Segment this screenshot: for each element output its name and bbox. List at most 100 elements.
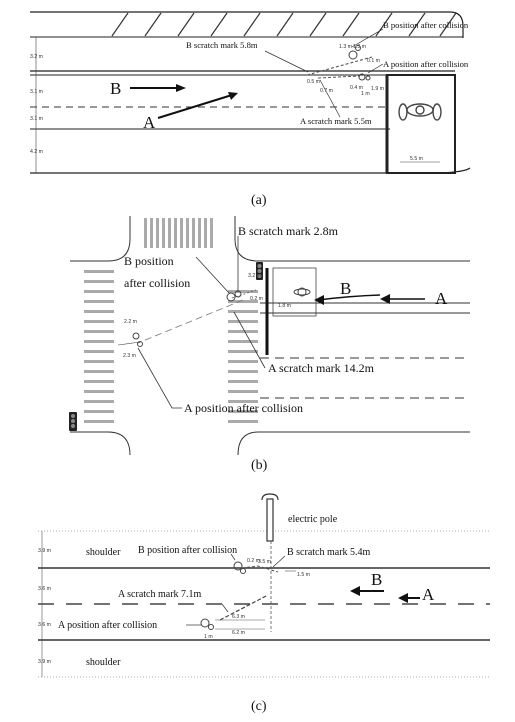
corner-bottom-right [237,431,259,456]
a-scratch-leader-c [221,603,229,613]
b-scratch-line [306,56,373,76]
dim-b2: 0.2 m [250,296,263,302]
dim-c3: 1.5 m [297,572,310,578]
a-position-leader [367,63,384,74]
detail-box-b [272,267,317,317]
b-scratch-leader-c [272,555,286,568]
vehicle-a-label-b: A [435,289,448,308]
lane-width-3: 3.1 m [30,116,43,122]
dim-a4: 0.5 m [307,79,320,85]
dim-c5: 6.2 m [232,630,245,636]
dim-b3: 1.8 m [278,303,291,309]
caption-b: (b) [251,458,268,473]
vehicle-b-label-b: B [340,279,351,298]
b-scratch-label-b: B scratch mark 2.8m [238,224,339,238]
lane-width-c1: 3.9 m [38,548,51,554]
dim-a2: 1.3 m [353,44,366,50]
dim-a3: 0.1 m [367,58,380,64]
b-scratch-label: B scratch mark 5.8m [186,40,258,50]
panel-b: B A B scratch mark 2.8m B position after… [69,216,470,473]
vehicle-a-arrowhead-b [380,294,390,304]
pole-label: electric pole [288,514,338,525]
corner-bottom-left [70,431,131,456]
dim-5-5-label: 5.5 m [410,156,423,162]
vehicle-a-arrowhead-c [398,593,408,603]
a-position-vehicle-b [132,332,143,347]
lane-width-4: 4.2 m [30,149,43,155]
corner-top-right [234,216,470,262]
caption-a: (a) [251,193,267,208]
lane-width-c2: 3.6 m [38,586,51,592]
a-position-leader-b [137,347,182,409]
road-edge-top [30,11,464,38]
dim-a1: 1.3 m [339,44,352,50]
a-position-vehicle-c [200,618,214,630]
vehicle-b-arrowhead-b [314,295,324,305]
a-scratch-line-b [137,299,244,344]
a-scratch-label: A scratch mark 5.5m [300,116,372,126]
b-position-label-b1: B position [124,254,174,268]
corner-top-left [70,216,131,262]
dim-b-23 [117,341,141,346]
electric-pole-icon [261,493,279,542]
lane-width-c4: 3.9 m [38,659,51,665]
b-position-leader-b [195,256,230,294]
b-position-label: B position after collision [383,20,469,30]
a-scratch-leader [319,79,341,118]
dim-b1: 3.2 m [248,273,261,279]
shoulder-bottom-label: shoulder [86,657,121,668]
crosswalk-right [228,290,258,423]
dim-a7: 1 m [361,91,370,97]
lane-width-1: 3.2 m [30,54,43,60]
dim-b4: 2.2 m [124,319,137,325]
vehicle-b-label: B [110,79,121,98]
shoulder-top-label: shoulder [86,547,121,558]
dim-c1: 0.2 m [247,558,260,564]
b-position-leader [351,28,384,48]
dim-a8: 1.9 m [371,86,384,92]
b-position-leader-c [230,553,236,561]
vehicle-b-arrowhead-c [350,586,360,596]
a-scratch-label-b: A scratch mark 14.2m [268,361,375,375]
dim-a6: 0.4 m [350,85,363,91]
dim-c6: 1 m [204,634,213,640]
motorcycle-icon-b [293,287,311,297]
caption-c: (c) [251,699,267,714]
dim-b5: 2.3 m [123,353,136,359]
a-scratch-line-c [219,594,269,621]
dim-c2: 3.5 m [258,559,271,565]
a-scratch-leader-b [233,311,266,369]
crosswalk-top [144,218,213,248]
traffic-light-top [256,262,263,280]
vehicle-b-label-c: B [371,570,382,589]
b-scratch-label-c: B scratch mark 5.4m [287,547,371,558]
b-scratch-line-c [241,565,279,573]
vehicle-a-label-c: A [422,585,435,604]
vehicle-b-arrowhead [176,84,186,92]
a-scratch-label-c: A scratch mark 7.1m [118,589,202,600]
a-position-label-c: A position after collision [58,620,157,631]
a-position-label-b: A position after collision [184,401,303,415]
b-position-vehicle [348,45,361,60]
panel-c: 3.9 m 3.6 m 3.6 m 3.9 m electric pole sh… [38,493,490,714]
motorcycle-icon [398,103,442,121]
traffic-light-bottom [69,412,77,431]
lane-width-c3: 3.6 m [38,622,51,628]
b-scratch-leader [264,50,309,73]
b-position-vehicle-c [233,561,246,574]
a-scratch-line [317,75,361,79]
vehicle-a-arrow [157,94,233,119]
dim-a5: 0.7 m [320,88,333,94]
crosswalk-left [84,270,114,423]
panel-a: 3.2 m 3.1 m 3.1 m 4.2 m 5.5 m B A [30,11,471,208]
lane-width-2: 3.1 m [30,89,43,95]
b-position-label-c: B position after collision [138,545,237,556]
dim-c4: 6.3 m [232,614,245,620]
a-position-vehicle [358,73,371,81]
b-scratch-line-b [231,289,257,299]
b-position-label-b2: after collision [124,276,190,290]
hatch-marks [111,12,457,37]
vehicle-a-label: A [143,113,156,132]
vehicle-a-arrowhead [228,92,238,100]
